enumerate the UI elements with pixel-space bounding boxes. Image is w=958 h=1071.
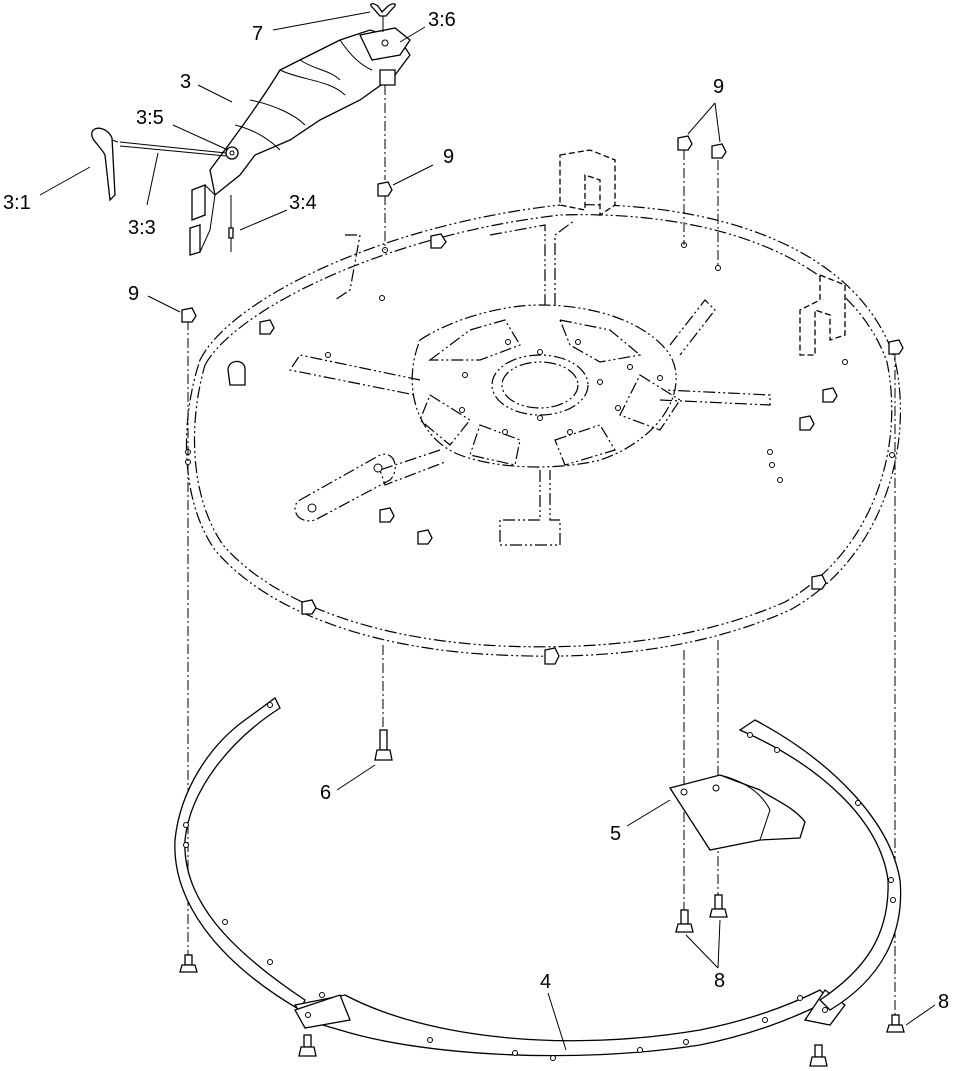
bolt-8	[709, 894, 728, 918]
discharge-chute	[91, 3, 411, 256]
hex-nut	[677, 135, 693, 151]
deck-plate	[185, 149, 902, 657]
bolt	[886, 1014, 905, 1033]
explode-lines	[187, 85, 896, 1015]
bolt	[809, 1044, 828, 1067]
callout-9: 9	[128, 283, 139, 305]
callout-9: 9	[713, 76, 724, 98]
callout-5: 5	[610, 823, 621, 845]
callout-6: 6	[320, 782, 331, 804]
nut	[259, 319, 275, 335]
callout-8: 8	[714, 970, 725, 992]
callout-3-3: 3:3	[128, 217, 156, 239]
nut	[811, 574, 827, 590]
callout-3-6: 3:6	[428, 9, 456, 31]
callout-3-1: 3:1	[3, 192, 31, 214]
nut	[379, 507, 395, 523]
leader-lines	[39, 11, 936, 1051]
baffle-5	[668, 774, 806, 851]
deck-nuts	[259, 233, 838, 665]
nut	[822, 387, 838, 403]
nut	[799, 415, 815, 431]
bolt-6	[374, 729, 393, 761]
bolt	[179, 954, 198, 973]
hex-nut	[377, 181, 393, 197]
hex-nut	[181, 307, 197, 323]
nut	[417, 529, 433, 545]
callout-8: 8	[938, 991, 949, 1013]
baffle-strip-4	[174, 697, 902, 1061]
nut	[301, 599, 317, 615]
callout-labels: 7 3:6 3 3:5 3:1 3:3 3:4 9 9 9 6 5 4 8 8	[3, 9, 949, 1013]
bolt-8	[675, 909, 694, 933]
callout-3-4: 3:4	[289, 192, 317, 214]
nut	[430, 233, 447, 249]
nut	[544, 647, 560, 665]
hex-nut	[888, 339, 904, 355]
bolt	[298, 1034, 317, 1057]
bolts	[179, 729, 905, 1067]
hex-nut	[711, 143, 727, 159]
nut-9-group	[181, 135, 904, 355]
callout-9: 9	[443, 146, 454, 168]
callout-3-5: 3:5	[136, 107, 164, 129]
callout-3: 3	[180, 71, 191, 93]
callout-7: 7	[252, 23, 263, 45]
callout-4: 4	[540, 971, 551, 993]
